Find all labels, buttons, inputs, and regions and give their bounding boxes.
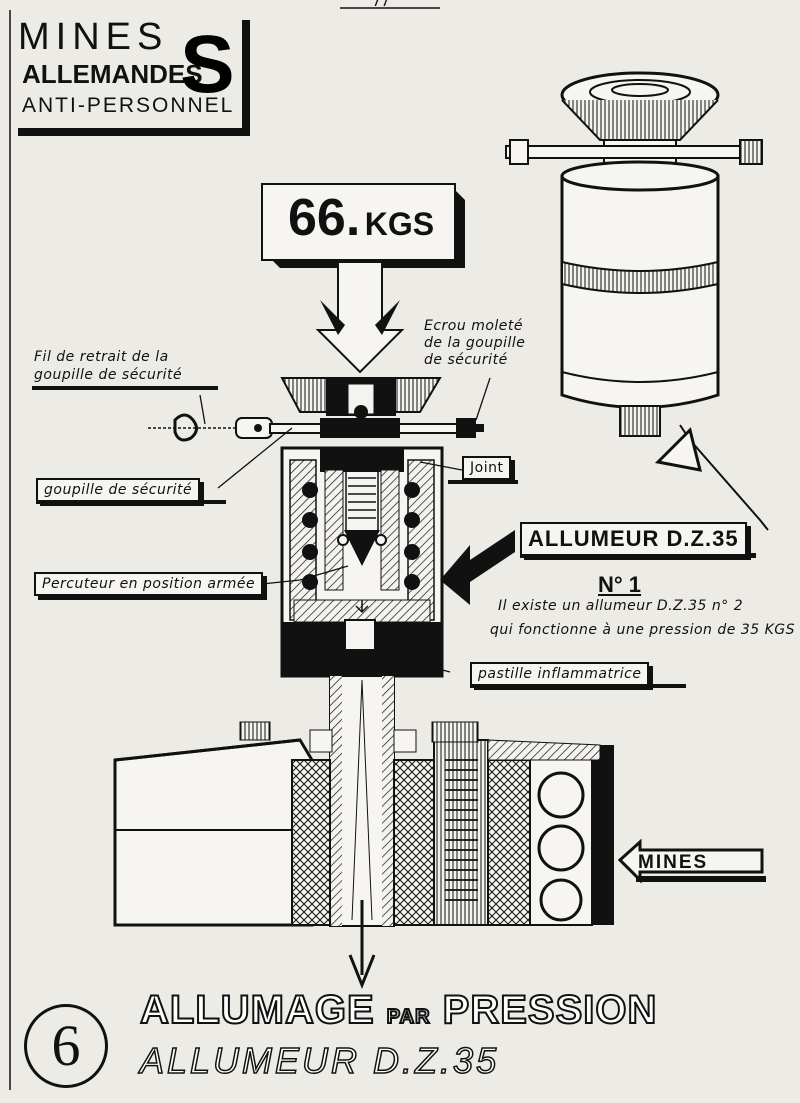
header-big-s: S <box>180 19 235 110</box>
pressure-cap <box>280 377 442 419</box>
footer-title-allumage: ALLUMAGE <box>139 987 375 1033</box>
weight-unit: KGS <box>364 206 435 242</box>
allumeur-note-line2: qui fonctionne à une pression de 35 KGS <box>490 622 796 638</box>
label-ecrou: Ecrou moleté de la goupille de sécurité <box>424 318 525 369</box>
label-ecrou-line1: Ecrou moleté <box>424 318 523 334</box>
label-mines-s: MINES <box>638 852 709 873</box>
header-title-mines: MINES <box>18 16 169 58</box>
pointer-arrows <box>440 424 769 884</box>
label-percuteur: Percuteur en position armée <box>34 572 264 596</box>
leader-lines <box>199 377 491 673</box>
header-shadow-bottom <box>18 128 250 136</box>
header-shadow-right <box>242 20 250 136</box>
label-fil-retrait-line1: Fil de retrait de la <box>34 349 169 365</box>
detonator-tube <box>329 675 395 990</box>
label-ecrou-line2: de la goupille <box>424 335 526 351</box>
figure-number: 6 <box>24 1004 108 1088</box>
igniter-body <box>280 446 444 678</box>
label-fil-retrait: Fil de retrait de la goupille de sécurit… <box>34 348 182 384</box>
footer-subtitle: ALLUMEUR D.Z.35 <box>139 1039 500 1082</box>
allumeur-note-line1: Il existe un allumeur D.Z.35 n° 2 <box>498 598 744 614</box>
safety-pin <box>148 413 484 442</box>
footer-title-pression: PRESSION <box>442 987 658 1033</box>
weight-sign <box>261 183 465 268</box>
weight-label: 66. KGS <box>288 188 434 261</box>
mine-section <box>113 721 614 927</box>
label-ecrou-line3: de sécurité <box>424 352 508 368</box>
footer-title-par: PAR <box>386 1005 431 1029</box>
allumeur-title-box: ALLUMEUR D.Z.35 <box>520 522 747 556</box>
label-joint: Joint <box>462 456 512 480</box>
igniter-exterior <box>505 71 763 437</box>
header-title-anti-personnel: ANTI-PERSONNEL <box>22 94 235 117</box>
label-goupille: goupille de sécurité <box>36 478 201 502</box>
pressure-arrow <box>315 261 405 374</box>
weight-value: 66. <box>288 189 361 247</box>
label-pastille: pastille inflammatrice <box>470 662 650 686</box>
allumeur-number: N° 1 <box>598 572 642 597</box>
footer-title: ALLUMAGE PAR PRESSION <box>139 987 658 1033</box>
header-title-allemande: ALLEMANDES <box>22 59 203 89</box>
page-number: 77 <box>372 0 390 10</box>
label-fil-retrait-line2: goupille de sécurité <box>34 367 183 383</box>
